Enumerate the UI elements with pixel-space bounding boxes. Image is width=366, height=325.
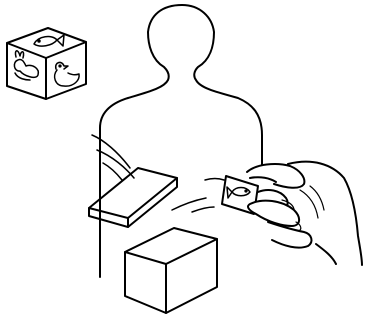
fish-icon (34, 35, 64, 46)
rabbit-icon (14, 51, 38, 80)
motion-lines-left (92, 135, 134, 180)
motion-lines-right (172, 179, 224, 213)
hand (247, 162, 362, 265)
duck-icon (55, 62, 80, 86)
picture-cube (7, 28, 86, 99)
open-box (125, 228, 217, 313)
person-silhouette (100, 5, 262, 277)
